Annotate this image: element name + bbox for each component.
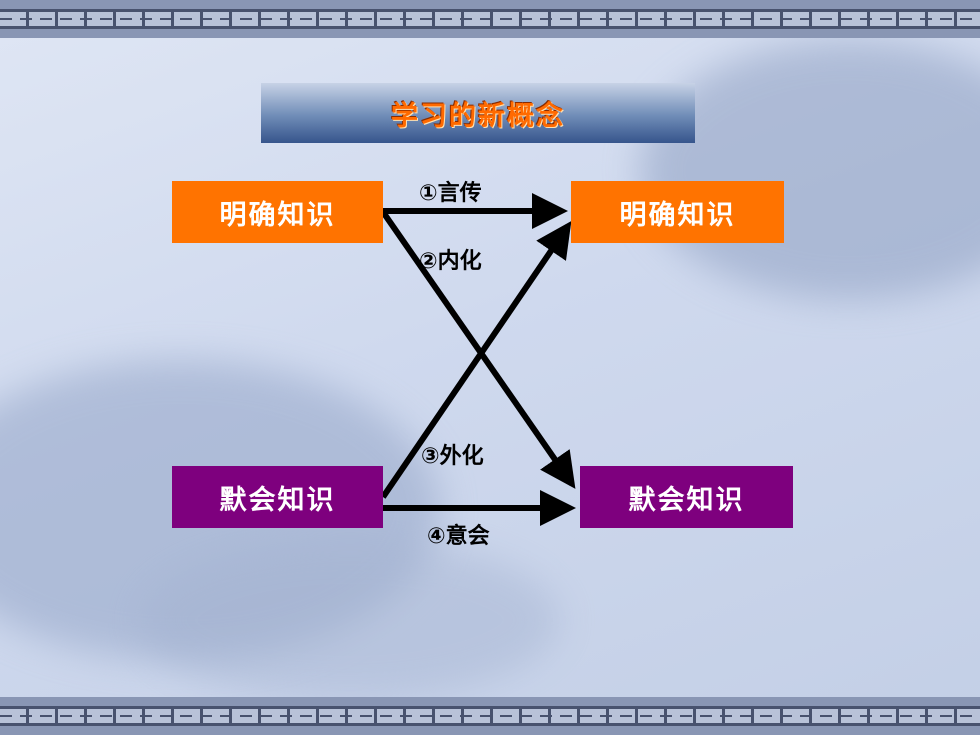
title-banner: 学习的新概念 (261, 83, 695, 143)
slide-title: 学习的新概念 (391, 100, 565, 132)
edge-label-2: ②内化 (419, 249, 482, 274)
node-explicit-knowledge-right: 明确知识 (571, 181, 784, 243)
background-mountain (640, 40, 980, 300)
node-tacit-knowledge-left: 默会知识 (172, 466, 383, 528)
node-explicit-knowledge-left: 明确知识 (172, 181, 383, 243)
node-tacit-knowledge-right: 默会知识 (580, 466, 793, 528)
bottom-brick-border (0, 697, 980, 735)
edge-label-4: ④意会 (427, 524, 490, 549)
arrow-edge-3 (380, 221, 572, 499)
background-cloud (140, 540, 560, 700)
edge-label-1: ①言传 (419, 181, 482, 206)
arrow-edge-2 (380, 210, 576, 489)
edge-label-3: ③外化 (421, 444, 484, 469)
top-brick-border (0, 0, 980, 38)
